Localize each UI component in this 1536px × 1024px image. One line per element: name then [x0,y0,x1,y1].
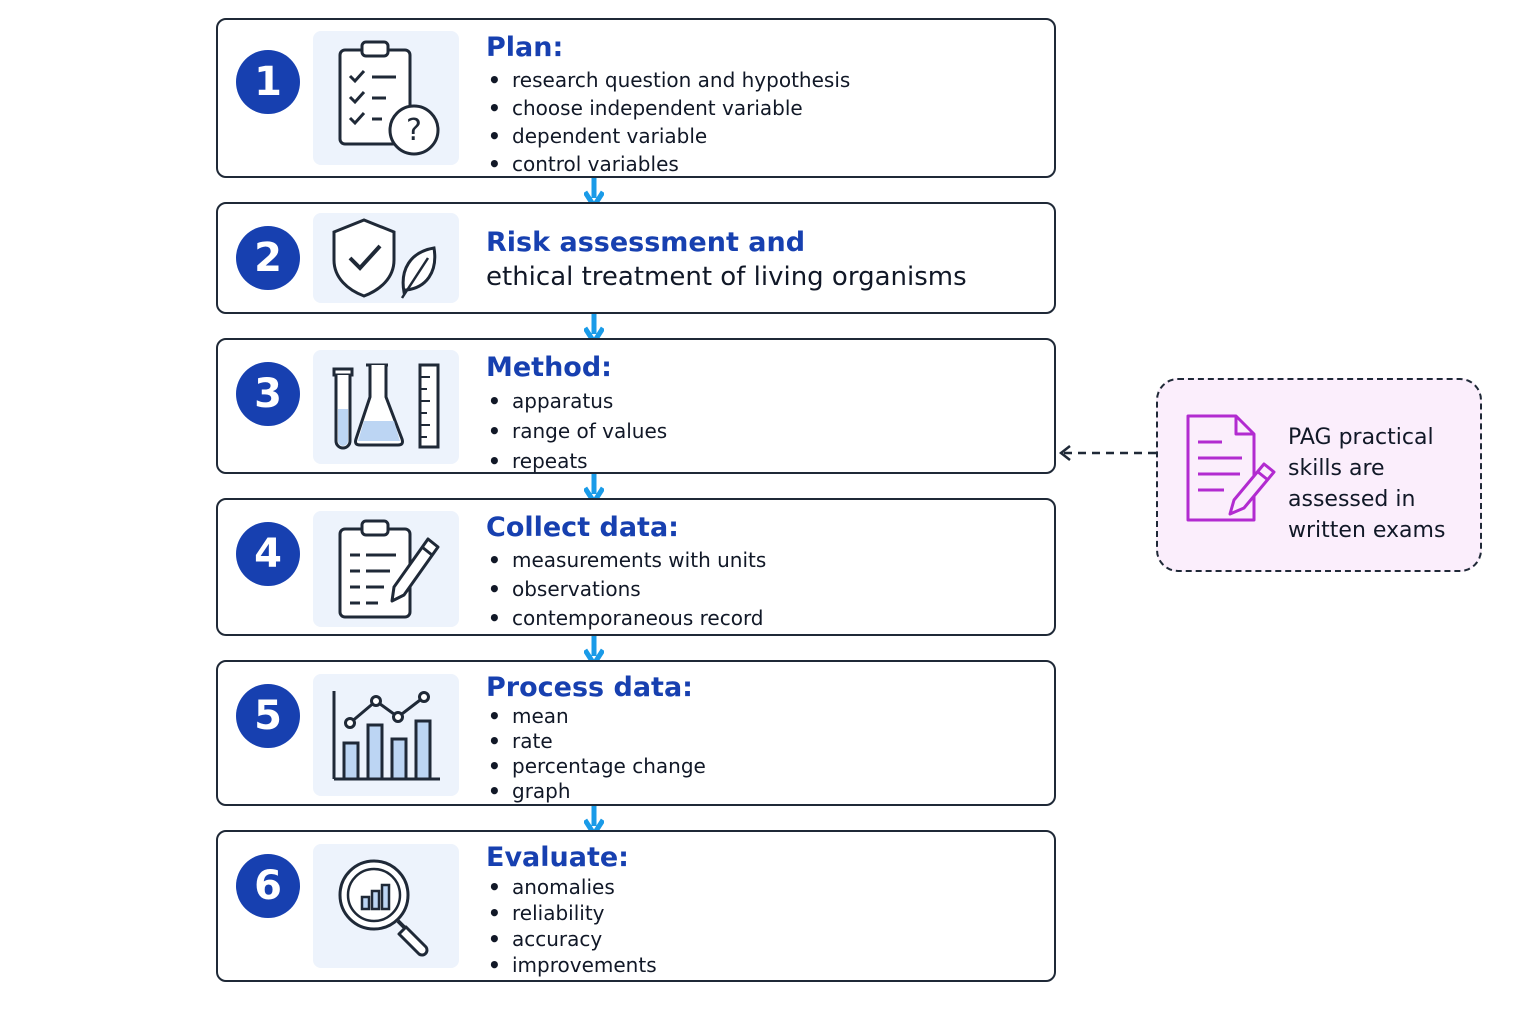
step-title: Plan: [486,32,564,63]
pag-note-box: PAG practical skills are assessed in wri… [1156,378,1482,572]
step-content: Risk assessment and ethical treatment of… [486,226,1034,294]
bullet-item: accuracy [486,926,1034,952]
step-evaluate: 6 Evaluate: anomalies reliability accura… [216,830,1056,982]
step-title: Method: [486,352,612,383]
step-bullets: mean rate percentage change graph [486,704,1034,804]
bullet-item: anomalies [486,874,1034,900]
step-method: 3 Method: apparatus range of values repe… [216,338,1056,476]
note-line: written exams [1288,518,1446,543]
note-line: PAG practical [1288,425,1434,450]
bullet-item: control variables [486,150,1034,178]
step-title: Evaluate: [486,842,629,873]
step-number-badge: 2 [236,226,300,290]
step-title: Process data: [486,672,693,703]
bullet-item: observations [486,575,1034,604]
step-number-badge: 6 [236,854,300,918]
bullet-item: graph [486,779,1034,804]
step-bullets: measurements with units observations con… [486,546,1034,633]
step-bullets: apparatus range of values repeats [486,386,1034,476]
step-content: Evaluate: anomalies reliability accuracy… [486,842,1034,978]
bullet-item: apparatus [486,386,1034,416]
step-bullets: research question and hypothesis choose … [486,66,1034,178]
tile-bar-line-chart [313,674,459,796]
dashed-connector-arrow [1058,445,1156,461]
tile-shield-leaf [313,213,459,303]
step-number-badge: 1 [236,50,300,114]
step-content: Plan: research question and hypothesis c… [486,32,1034,178]
bullet-item: measurements with units [486,546,1034,575]
note-line: skills are [1288,456,1385,481]
bullet-item: choose independent variable [486,94,1034,122]
step-plan: 1 ? Plan: research question and hypothes… [216,18,1056,178]
step-title: Risk assessment and [486,227,806,258]
bullet-item: percentage change [486,754,1034,779]
step-number-badge: 4 [236,522,300,586]
shield-leaf-icon [332,218,437,299]
bullet-item: dependent variable [486,122,1034,150]
bullet-item: rate [486,729,1034,754]
note-line: assessed in [1288,487,1416,512]
bullet-item: repeats [486,446,1034,476]
step-title: Collect data: [486,512,679,543]
svg-text:?: ? [406,113,422,148]
step-risk-assessment: 2 Risk assessment and ethical treatment … [216,202,1056,314]
step-number-badge: 5 [236,684,300,748]
note-text: PAG practical skills are assessed in wri… [1288,422,1445,546]
step-collect-data: 4 Collect data: measurements with units … [216,498,1056,636]
step-process-data: 5 Process data: mean rate percentage cha… [216,660,1056,806]
step-bullets: anomalies reliability accuracy improveme… [486,874,1034,978]
bullet-item: reliability [486,900,1034,926]
step-subtitle: ethical treatment of living organisms [486,262,967,292]
bar-line-chart-icon [332,691,440,781]
bullet-item: range of values [486,416,1034,446]
step-content: Method: apparatus range of values repeat… [486,352,1034,476]
lab-glassware-icon [332,363,440,450]
bullet-item: improvements [486,952,1034,978]
tile-clipboard-question: ? [313,31,459,165]
step-content: Collect data: measurements with units ob… [486,512,1034,633]
step-number-badge: 3 [236,362,300,426]
tile-magnifier-chart [313,844,459,968]
step-content: Process data: mean rate percentage chang… [486,672,1034,804]
bullet-item: mean [486,704,1034,729]
clipboard-pencil-icon [338,519,440,619]
tile-clipboard-pencil [313,511,459,627]
clipboard-question-icon: ? [338,40,440,156]
magnifier-chart-icon [338,859,429,957]
bullet-item: contemporaneous record [486,604,1034,633]
bullet-item: research question and hypothesis [486,66,1034,94]
tile-lab-glassware [313,350,459,464]
document-pencil-icon [1186,414,1276,522]
